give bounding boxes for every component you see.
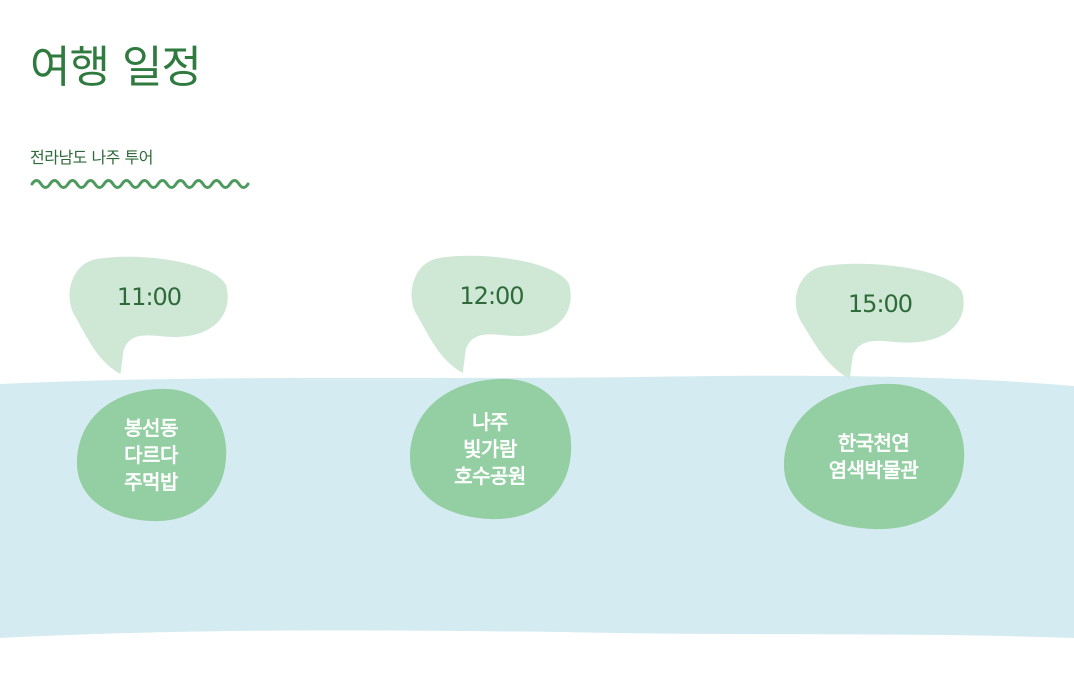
time-bubble: 12:00 bbox=[410, 255, 573, 373]
stop-place: 나주 빛가람 호수공원 bbox=[454, 409, 526, 488]
place-blob: 나주 빛가람 호수공원 bbox=[408, 378, 572, 520]
page-title: 여행 일정 bbox=[30, 42, 202, 93]
speech-bubble-shape bbox=[411, 255, 571, 373]
stop-time: 11:00 bbox=[116, 283, 182, 312]
stop-time: 15:00 bbox=[847, 289, 913, 318]
stop-place: 봉선동 다르다 주먹밥 bbox=[124, 415, 178, 494]
blob-shape bbox=[76, 388, 227, 522]
time-bubble: 15:00 bbox=[794, 263, 966, 379]
speech-bubble-shape bbox=[795, 263, 964, 379]
place-blob: 한국천연 염색박물관 bbox=[782, 383, 965, 530]
speech-bubble-shape bbox=[69, 256, 228, 374]
place-blob: 봉선동 다르다 주먹밥 bbox=[75, 388, 227, 522]
page-subtitle: 전라남도 나주 투어 bbox=[30, 148, 153, 167]
stop-time: 12:00 bbox=[459, 282, 524, 311]
wave-divider bbox=[30, 179, 250, 189]
blob-shape bbox=[783, 383, 965, 530]
stop-place: 한국천연 염색박물관 bbox=[828, 430, 919, 482]
time-bubble: 11:00 bbox=[68, 256, 230, 374]
blob-shape bbox=[409, 378, 572, 520]
